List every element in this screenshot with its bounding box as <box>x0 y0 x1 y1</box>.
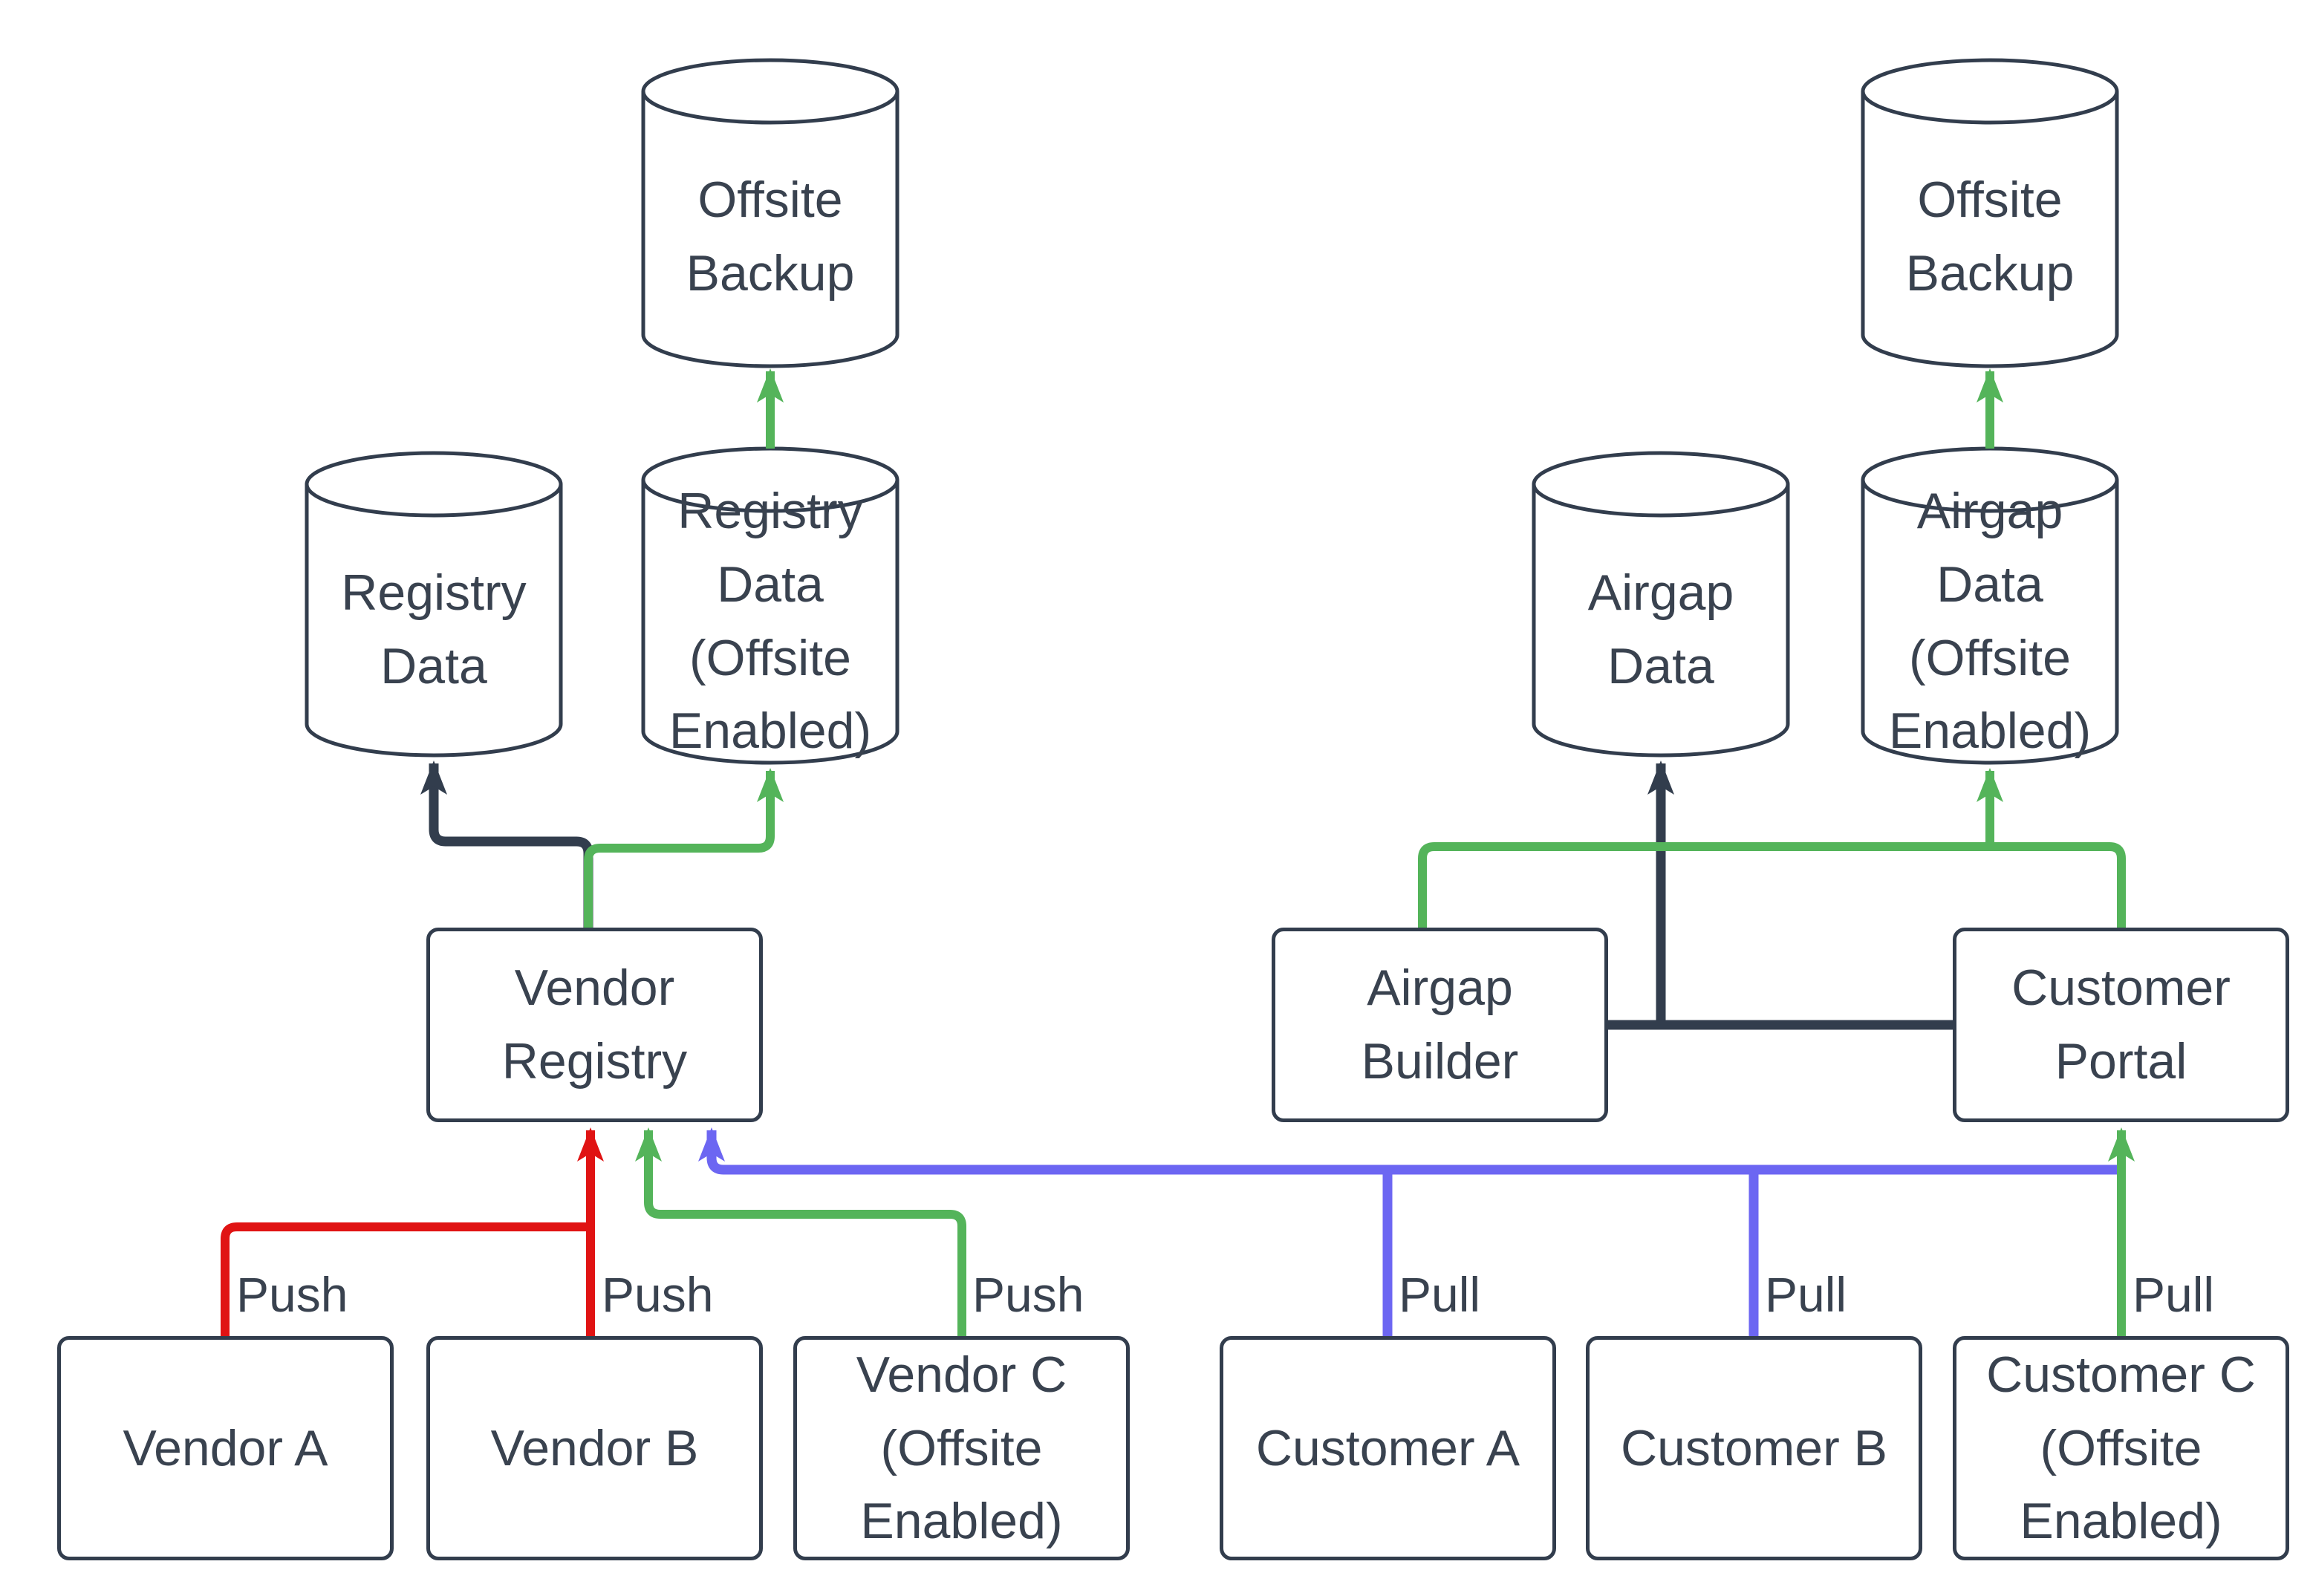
edge-label-push-vendor-a: Push <box>236 1267 348 1322</box>
node-vendor-b: Vendor B <box>426 1336 763 1560</box>
label-offsite-backup-right: Offsite Backup <box>1905 172 2075 302</box>
node-customer-b: Customer B <box>1586 1336 1922 1560</box>
edge-label-pull-customer-c: Pull <box>2133 1267 2215 1322</box>
edge-label-pull-customer-a: Pull <box>1399 1267 1481 1322</box>
label-offsite-backup-left: Offsite Backup <box>686 172 855 302</box>
edge-registry-to-registry-data <box>420 760 593 928</box>
label-airgap-data: Airgap Data <box>1587 564 1734 694</box>
label-registry-data-offsite: Registry Data (Offsite Enabled) <box>668 483 872 760</box>
node-customer-a: Customer A <box>1220 1336 1556 1560</box>
cylinder-registry-data-offsite <box>641 446 900 765</box>
edge-pull-to-vendor-registry <box>698 1127 2121 1175</box>
edge-label-push-vendor-b: Push <box>602 1267 714 1322</box>
node-customer-c: Customer C (Offsite Enabled) <box>1953 1336 2289 1560</box>
cylinder-offsite-backup-right <box>1861 58 2119 368</box>
node-customer-portal: Customer Portal <box>1953 928 2289 1122</box>
cylinder-airgap-data-offsite <box>1861 446 2119 765</box>
edge-label-push-vendor-c: Push <box>972 1267 1084 1322</box>
edge-registry-to-offsite-data <box>584 768 784 928</box>
cylinder-offsite-backup-left <box>641 58 900 368</box>
edge-portal-to-builder <box>1418 842 2126 928</box>
edge-vendor-c-push <box>635 1127 966 1336</box>
node-vendor-a: Vendor A <box>57 1336 394 1560</box>
cylinder-airgap-data <box>1532 451 1790 758</box>
node-airgap-builder: Airgap Builder <box>1272 928 1608 1122</box>
node-vendor-registry: Vendor Registry <box>426 928 763 1122</box>
edge-label-pull-customer-b: Pull <box>1765 1267 1847 1322</box>
label-registry-data: Registry Data <box>341 564 527 694</box>
cylinder-registry-data <box>305 451 563 758</box>
label-airgap-data-offsite: Airgap Data (Offsite Enabled) <box>1888 483 2092 760</box>
node-vendor-c: Vendor C (Offsite Enabled) <box>793 1336 1130 1560</box>
edge-vendor-a-push <box>221 1222 591 1336</box>
